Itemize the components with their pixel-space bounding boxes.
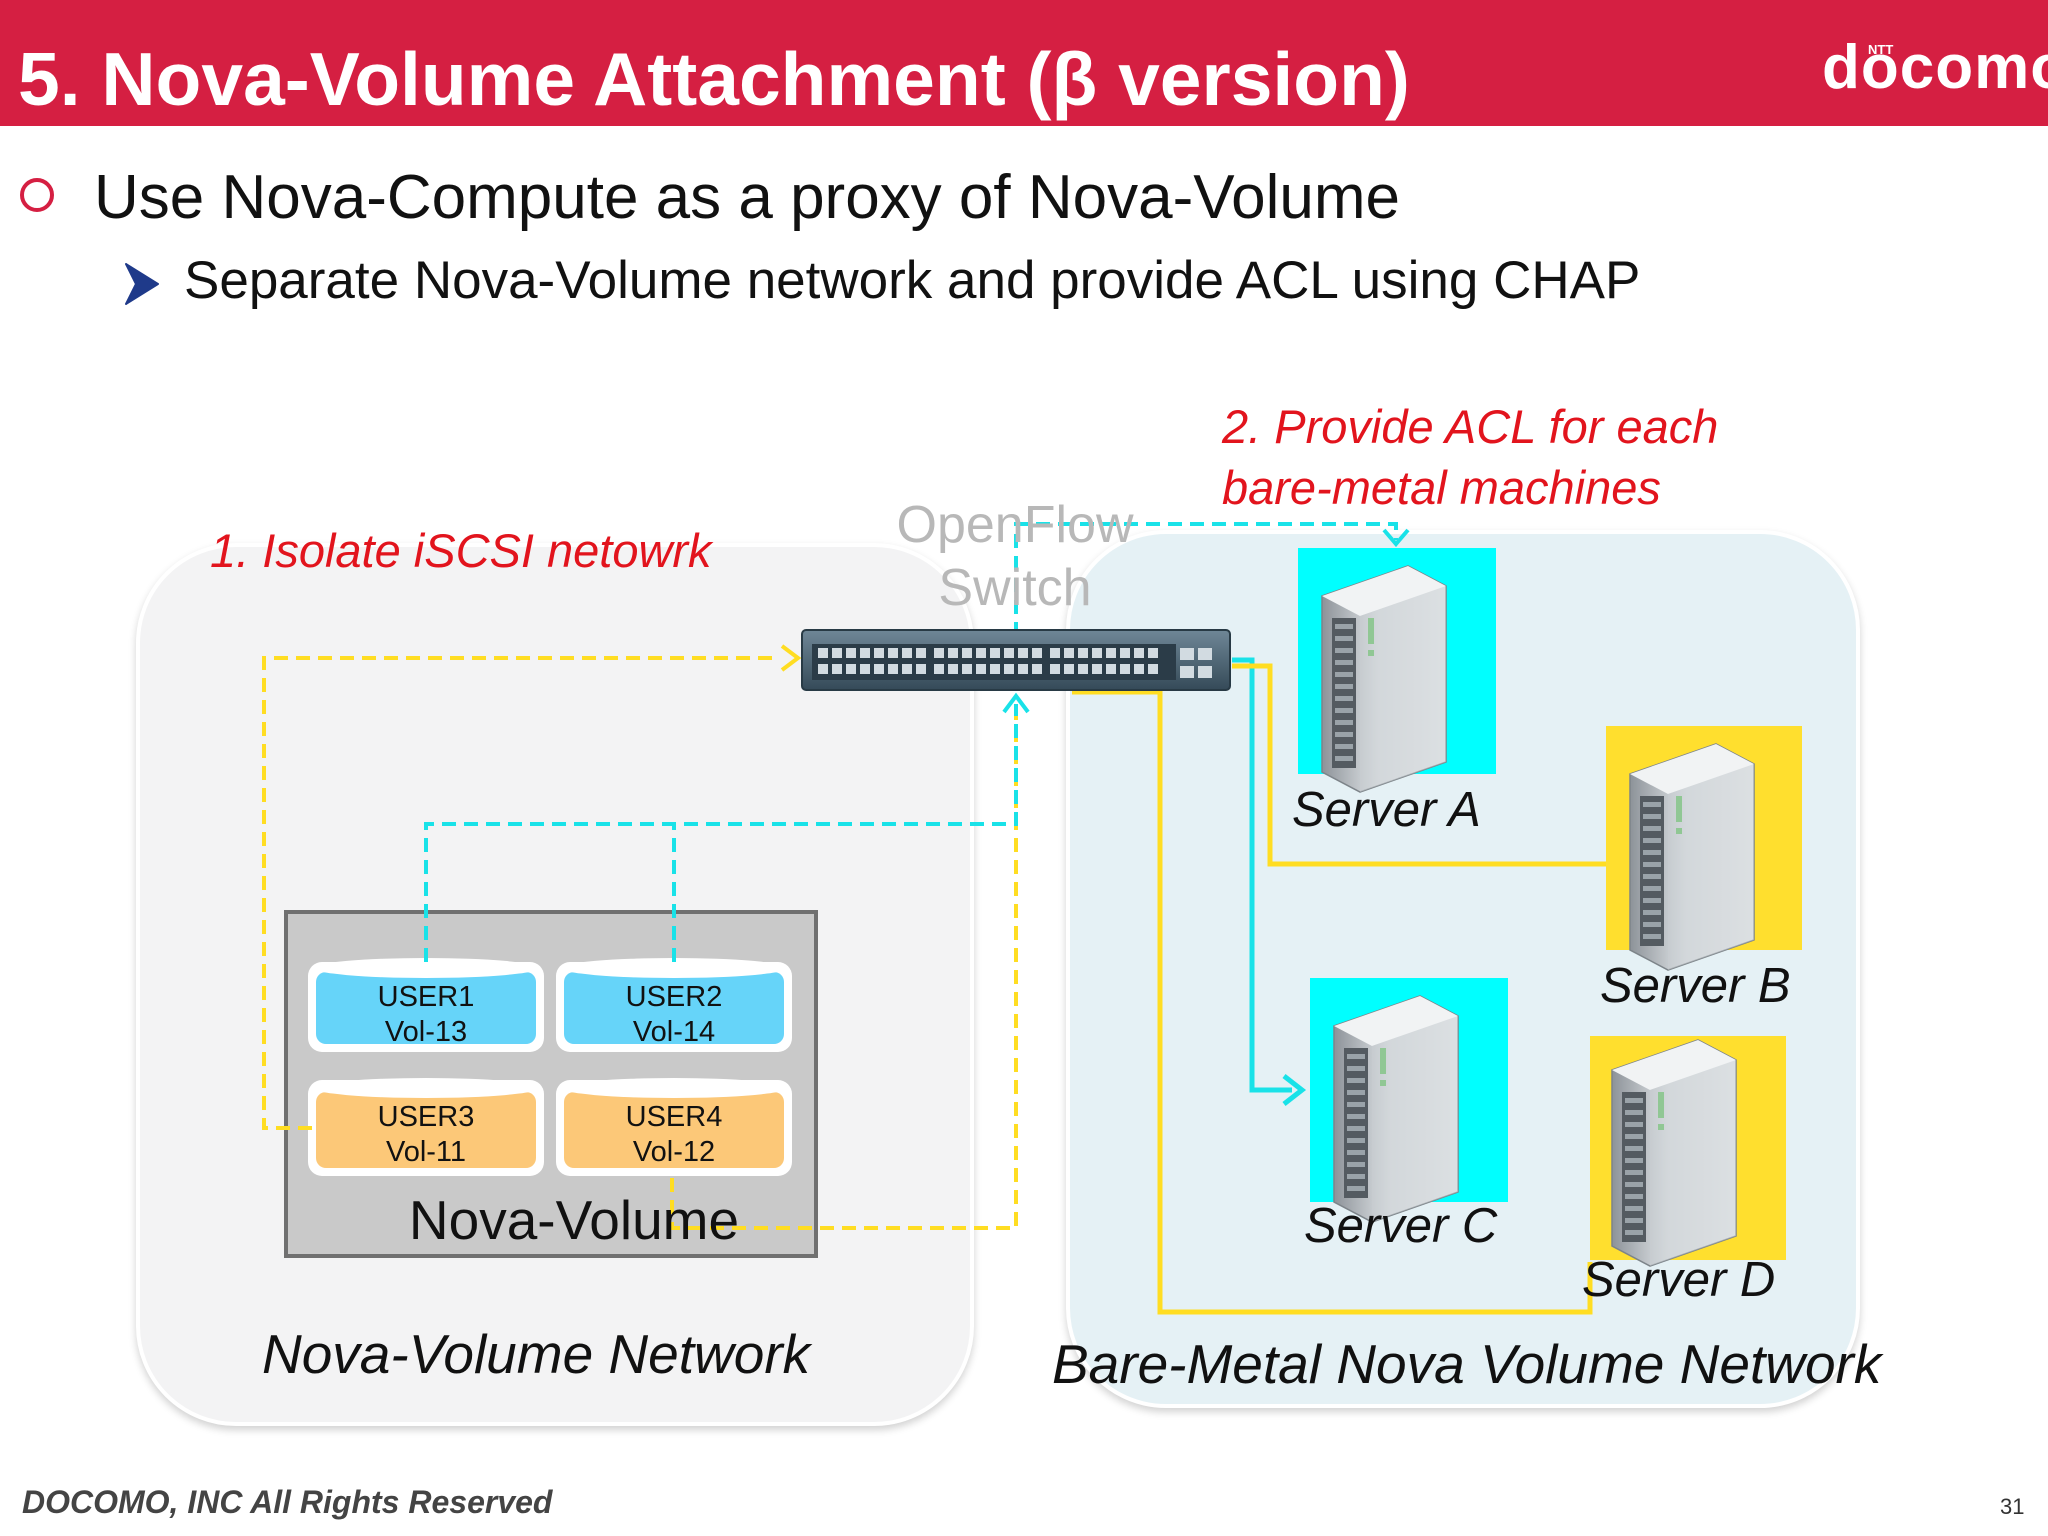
annotation-isolate: 1. Isolate iSCSI netowrk [210,524,712,577]
yellow-arrowhead [780,644,802,672]
server-a-label: Server A [1292,783,1481,837]
header-bar [0,0,2048,126]
volume-user3-user: USER3 [377,1101,475,1133]
cyan-solid-link-server-c [1232,657,1292,1093]
server-c-icon [1333,995,1459,1223]
bullet-main: Use Nova-Compute as a proxy of Nova-Volu… [94,163,1401,232]
cyan-arrowhead-switch [1002,692,1030,714]
volume-user3-vol: Vol-11 [385,1136,467,1169]
volume-user4-label: USER4 Vol-12 [565,1100,783,1171]
volume-user4-user: USER4 [625,1101,723,1133]
volume-user1-vol: Vol-13 [384,1016,468,1049]
openflow-switch-label-line2: Switch [938,559,1092,618]
volume-user1-label: USER1 Vol-13 [317,980,535,1051]
nova-volume-label: Nova-Volume [408,1189,740,1251]
volume-user4 [556,1078,792,1176]
bullet-sub: Separate Nova-Volume network and provide… [184,251,1641,310]
yellow-solid-link-server-d [1072,689,1593,1315]
circle-bullet-icon [20,178,54,212]
annotation-acl: 2. Provide ACL for each bare-metal machi… [1222,396,1718,518]
page-number: 31 [2000,1494,2025,1519]
server-c-label: Server C [1304,1199,1498,1253]
volume-user3 [308,1078,544,1176]
bare-metal-network-label: Bare-Metal Nova Volume Network [1052,1333,1882,1395]
server-d-icon [1611,1039,1737,1267]
openflow-switch-icon [801,629,1231,691]
volume-user2 [556,958,792,1052]
volume-user2-user: USER2 [625,981,723,1013]
cyan-dashed-links [424,522,1398,962]
volume-user4-vol: Vol-12 [632,1136,716,1169]
volume-user2-vol: Vol-14 [632,1016,716,1049]
volume-user2-label: USER2 Vol-14 [565,980,783,1051]
openflow-switch-label-line1: OpenFlow [896,496,1134,554]
volume-user3-label: USER3 Vol-11 [317,1100,535,1171]
nova-volume-network-label: Nova-Volume Network [262,1323,811,1385]
server-a-icon [1321,565,1447,793]
yellow-dashed-links [262,656,1018,1230]
annotation-acl-line1: 2. Provide ACL for each [1222,400,1719,453]
logo-ntt-text: NTT [1868,42,1894,57]
annotation-acl-line2: bare-metal machines [1222,461,1661,515]
docomo-logo: docomo [1822,33,2048,102]
volume-user1 [308,958,544,1052]
slide-title: 5. Nova-Volume Attachment (β version) [18,37,1410,121]
server-b-label: Server B [1600,959,1791,1013]
volume-user1-user: USER1 [377,981,475,1013]
server-b-icon [1629,743,1755,971]
server-d-label: Server D [1582,1253,1776,1307]
openflow-switch-label: OpenFlow Switch [870,494,1160,621]
copyright-footer: DOCOMO, INC All Rights Reserved [22,1484,553,1520]
arrow-bullet-icon [125,263,159,305]
yellow-solid-link-server-b [1232,663,1606,867]
cyan-arrowhead-server-a [1382,528,1410,548]
cyan-arrowhead-server-c [1282,1074,1307,1106]
